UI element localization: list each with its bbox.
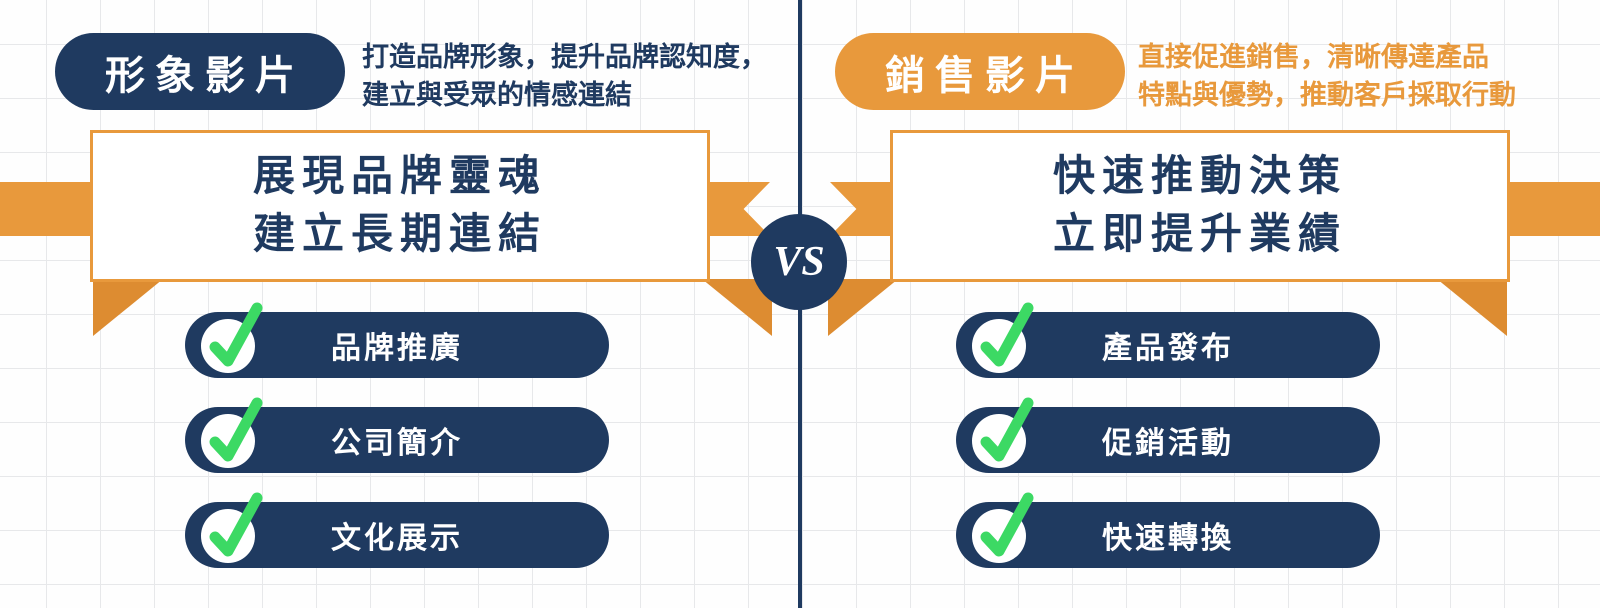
right-description: 直接促進銷售，清晰傳達產品 特點與優勢，推動客戶採取行動 bbox=[1138, 38, 1516, 114]
list-item-label: 文化展示 bbox=[331, 522, 463, 555]
vs-badge: VS bbox=[751, 214, 847, 310]
right-description-line2: 特點與優勢，推動客戶採取行動 bbox=[1138, 80, 1516, 110]
list-item: 公司簡介 bbox=[185, 397, 609, 473]
list-item-label: 產品發布 bbox=[1102, 332, 1234, 365]
check-icon bbox=[972, 492, 1034, 563]
check-icon bbox=[972, 397, 1034, 468]
left-badge: 形象影片 bbox=[55, 33, 345, 110]
check-icon bbox=[201, 492, 263, 563]
list-item-label: 快速轉換 bbox=[1102, 522, 1234, 555]
left-headline-banner: 展現品牌靈魂 建立長期連結 bbox=[90, 130, 710, 282]
list-item-label: 促銷活動 bbox=[1102, 427, 1234, 460]
left-badge-label: 形象影片 bbox=[105, 52, 305, 98]
left-headline-line2: 建立長期連結 bbox=[252, 212, 547, 258]
left-ribbon-outer-fold bbox=[93, 279, 163, 336]
right-headline-line1: 快速推動決策 bbox=[1052, 154, 1347, 200]
right-badge-label: 銷售影片 bbox=[885, 52, 1085, 98]
list-item: 快速轉換 bbox=[956, 492, 1380, 568]
left-description: 打造品牌形象，提升品牌認知度， 建立與受眾的情感連結 bbox=[362, 38, 767, 114]
list-item: 品牌推廣 bbox=[185, 302, 609, 378]
right-description-line1: 直接促進銷售，清晰傳達產品 bbox=[1138, 42, 1489, 72]
check-icon bbox=[201, 397, 263, 468]
check-icon bbox=[972, 302, 1034, 373]
right-ribbon-outer-fold bbox=[1437, 279, 1507, 336]
right-headline-banner: 快速推動決策 立即提升業績 bbox=[890, 130, 1510, 282]
left-headline-line1: 展現品牌靈魂 bbox=[252, 154, 547, 200]
left-description-line1: 打造品牌形象，提升品牌認知度， bbox=[362, 42, 767, 72]
list-item: 產品發布 bbox=[956, 302, 1380, 378]
list-item: 文化展示 bbox=[185, 492, 609, 568]
right-badge: 銷售影片 bbox=[835, 33, 1125, 110]
left-description-line2: 建立與受眾的情感連結 bbox=[362, 80, 632, 110]
check-icon bbox=[201, 302, 263, 373]
list-item-label: 品牌推廣 bbox=[331, 332, 463, 365]
list-item: 促銷活動 bbox=[956, 397, 1380, 473]
list-item-label: 公司簡介 bbox=[331, 427, 463, 460]
vs-label: VS bbox=[773, 239, 825, 285]
right-headline-line2: 立即提升業績 bbox=[1052, 212, 1347, 258]
